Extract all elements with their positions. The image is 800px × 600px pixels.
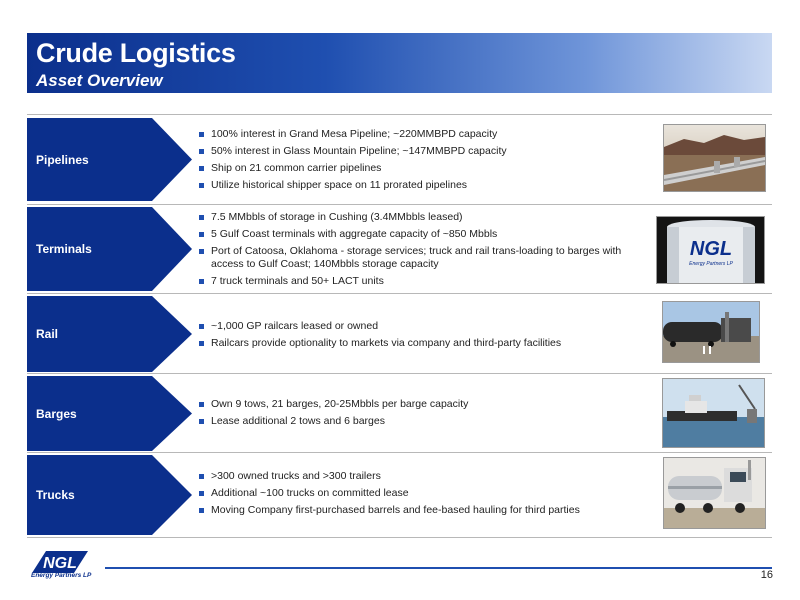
chevron-rail: Rail [27,296,192,372]
bullet-item: 7.5 MMbbls of storage in Cushing (3.4MMb… [196,211,651,224]
storage-tank-photo: NGL Energy Partners LP [656,216,765,284]
section-label: Trucks [36,488,75,502]
section-barges: Barges Own 9 tows, 21 barges, 20-25Mbbls… [27,376,772,451]
bullet-item: 5 Gulf Coast terminals with aggregate ca… [196,228,651,241]
bullet-item: 50% interest in Glass Mountain Pipeline;… [196,145,651,158]
bullet-item: Moving Company first-purchased barrels a… [196,504,651,517]
bullet-item: 100% interest in Grand Mesa Pipeline; ~2… [196,128,651,141]
company-logo: NGL [30,547,102,583]
section-label: Terminals [36,242,92,256]
divider [27,204,772,205]
section-rail: Rail ~1,000 GP railcars leased or owned … [27,296,772,372]
bullet-list: >300 owned trucks and >300 trailers Addi… [196,470,651,521]
bullet-list: ~1,000 GP railcars leased or owned Railc… [196,320,651,354]
divider [27,537,772,538]
barge-photo [662,378,765,448]
railcar-photo [662,301,760,363]
pipeline-photo [663,124,766,192]
bullet-item: ~1,000 GP railcars leased or owned [196,320,651,333]
bullet-item: Utilize historical shipper space on 11 p… [196,179,651,192]
title-bar: Crude Logistics Asset Overview [27,33,772,93]
page-title: Crude Logistics [36,38,236,68]
page-number: 16 [760,569,773,581]
logo-subtitle: Energy Partners LP [31,572,92,579]
section-label: Barges [36,406,77,421]
bullet-item: Port of Catoosa, Oklahoma - storage serv… [196,245,651,271]
divider [27,452,772,453]
truck-photo [663,457,766,529]
section-pipelines: Pipelines 100% interest in Grand Mesa Pi… [27,118,772,201]
bullet-item: >300 owned trucks and >300 trailers [196,470,651,483]
divider [27,293,772,294]
bullet-item: Ship on 21 common carrier pipelines [196,162,651,175]
section-terminals: Terminals 7.5 MMbbls of storage in Cushi… [27,207,772,291]
page-subtitle: Asset Overview [36,71,163,90]
section-label: Rail [36,327,59,341]
bullet-item: 7 truck terminals and 50+ LACT units [196,275,651,288]
bullet-item: Additional ~100 trucks on committed leas… [196,487,651,500]
divider [27,114,772,115]
chevron-pipelines: Pipelines [27,118,192,201]
footer-line [105,567,772,569]
chevron-trucks: Trucks [27,455,192,535]
bullet-item: Lease additional 2 tows and 6 barges [196,415,651,428]
tank-logo-sub: Energy Partners LP [689,261,733,267]
bullet-list: 100% interest in Grand Mesa Pipeline; ~2… [196,128,651,196]
bullet-item: Railcars provide optionality to markets … [196,337,651,350]
tank-logo-text: NGL [690,238,732,260]
bullet-list: Own 9 tows, 21 barges, 20-25Mbbls per ba… [196,398,651,432]
section-trucks: Trucks >300 owned trucks and >300 traile… [27,455,772,535]
divider [27,373,772,374]
chevron-barges: Barges [27,376,192,451]
chevron-terminals: Terminals [27,207,192,291]
logo-text: NGL [43,555,77,572]
bullet-item: Own 9 tows, 21 barges, 20-25Mbbls per ba… [196,398,651,411]
bullet-list: 7.5 MMbbls of storage in Cushing (3.4MMb… [196,211,651,292]
section-label: Pipelines [36,152,89,167]
